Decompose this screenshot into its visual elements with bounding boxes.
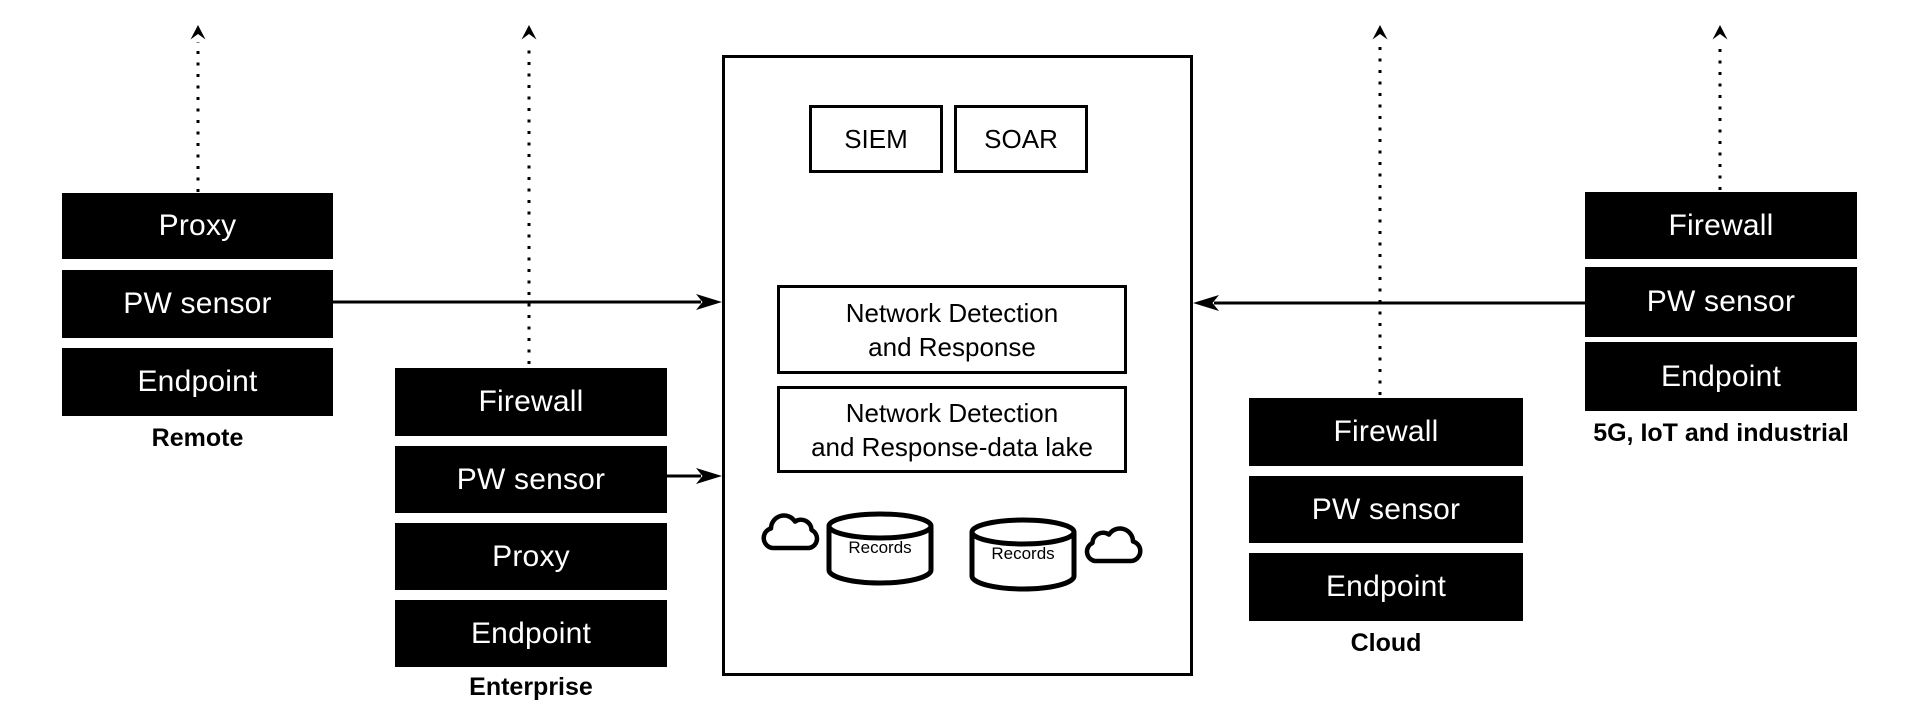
ndr-data-lake-box: Network Detection and Response-data lake	[777, 386, 1127, 473]
node-remote-proxy: Proxy	[62, 193, 333, 259]
siem-box: SIEM	[809, 105, 943, 173]
arrowhead-enterprise-up	[521, 25, 537, 40]
arrowhead-enterprise-right	[696, 468, 722, 484]
cloud-icon-left	[761, 513, 820, 551]
arrowhead-remote-up	[190, 25, 206, 40]
node-enterprise-firewall: Firewall	[395, 368, 667, 436]
ndr-data-lake-label-line2: and Response-data lake	[811, 431, 1093, 462]
node-5g-pw-sensor: PW sensor	[1585, 267, 1857, 337]
node-5g-firewall: Firewall	[1585, 192, 1857, 259]
arrowhead-remote-right	[696, 294, 722, 310]
soar-label: SOAR	[984, 124, 1058, 154]
node-remote-pw-sensor: PW sensor	[62, 270, 333, 338]
cloud-icon-right	[1084, 526, 1143, 564]
records-label-left: Records	[848, 538, 912, 557]
node-remote-endpoint: Endpoint	[62, 348, 333, 416]
node-5g-endpoint: Endpoint	[1585, 342, 1857, 411]
database-icon-left	[826, 511, 934, 586]
database-icon-right	[969, 517, 1077, 592]
node-cloud-pw-sensor: PW sensor	[1249, 476, 1523, 543]
node-enterprise-endpoint: Endpoint	[395, 600, 667, 667]
ndr-label-line1: Network Detection	[845, 297, 1059, 328]
group-label-cloud: Cloud	[1350, 629, 1422, 657]
node-enterprise-pw-sensor: PW sensor	[395, 446, 667, 513]
arrowhead-cloud-up	[1372, 25, 1388, 40]
ndr-label-line2: and Response	[868, 331, 1036, 362]
soar-box: SOAR	[954, 105, 1088, 173]
siem-label: SIEM	[844, 124, 908, 154]
ndr-data-lake-label-line1: Network Detection	[845, 397, 1059, 428]
node-cloud-endpoint: Endpoint	[1249, 553, 1523, 621]
arrowhead-5g-left	[1193, 295, 1219, 311]
arrowhead-5g-up	[1712, 25, 1728, 40]
records-label-right: Records	[991, 544, 1055, 563]
ndr-box: Network Detection and Response	[777, 285, 1127, 374]
node-cloud-firewall: Firewall	[1249, 398, 1523, 466]
group-label-enterprise: Enterprise	[469, 673, 593, 701]
node-enterprise-proxy: Proxy	[395, 523, 667, 590]
group-label-remote: Remote	[151, 424, 244, 452]
group-label-5g-iot-industrial: 5G, IoT and industrial	[1593, 419, 1849, 447]
